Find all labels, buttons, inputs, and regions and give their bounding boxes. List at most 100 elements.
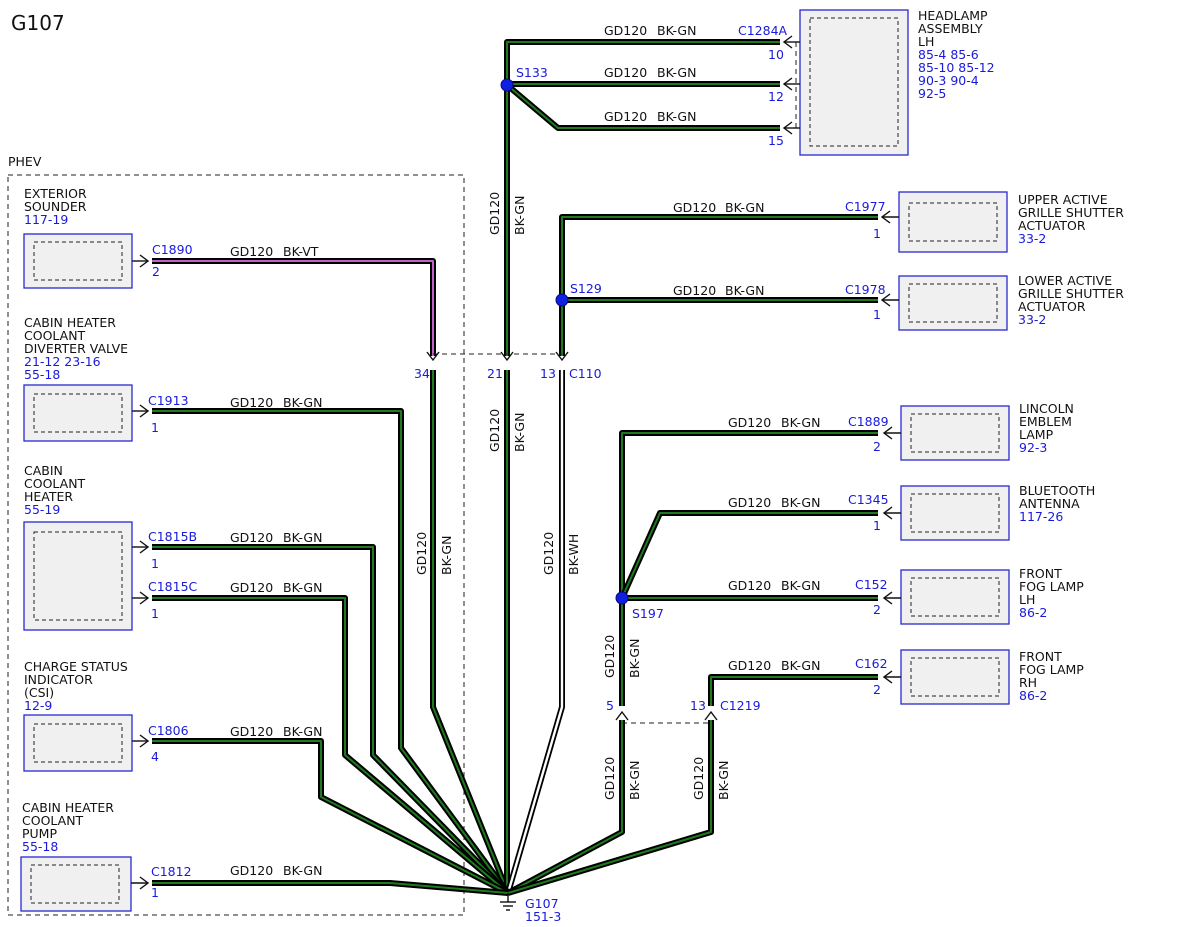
splice-s133-label: S133 (516, 65, 548, 80)
svg-text:2: 2 (873, 439, 881, 454)
svg-text:86-2: 86-2 (1019, 688, 1047, 703)
svg-text:1: 1 (873, 518, 881, 533)
splice-s133 (500, 78, 514, 92)
wire-exterior-sounder (152, 258, 436, 356)
svg-text:33-2: 33-2 (1018, 231, 1046, 246)
svg-text:GD120: GD120 (230, 580, 273, 595)
svg-text:C1913: C1913 (148, 393, 189, 408)
component-cabin-heater-coolant-pump: CABIN HEATER COOLANT PUMP 55-18 C1812 1 (20, 800, 192, 912)
svg-text:92-5: 92-5 (918, 86, 946, 101)
svg-text:BK-GN: BK-GN (283, 580, 322, 595)
svg-text:GD120: GD120 (728, 658, 771, 673)
svg-text:SOUNDER: SOUNDER (24, 199, 87, 214)
svg-text:86-2: 86-2 (1019, 605, 1047, 620)
component-charge-status-indicator: CHARGE STATUS INDICATOR (CSI) 12-9 C1806… (23, 659, 189, 772)
ground-label: G107 (525, 896, 559, 911)
svg-text:4: 4 (151, 749, 159, 764)
svg-text:C1345: C1345 (848, 492, 889, 507)
svg-text:HEATER: HEATER (24, 489, 73, 504)
svg-text:ANTENNA: ANTENNA (1019, 496, 1080, 511)
svg-text:GD120: GD120 (728, 415, 771, 430)
svg-text:GD120: GD120 (604, 109, 647, 124)
component-headlamp-lh: C1284A 10 12 15 HEADLAMP ASSEMBLY LH 85-… (738, 8, 995, 156)
component-lincoln-emblem-lamp: C1889 2 LINCOLN EMBLEM LAMP 92-3 (848, 401, 1074, 461)
svg-text:LH: LH (918, 34, 934, 49)
wire-c1219-13-ground (507, 720, 714, 896)
svg-text:LINCOLN: LINCOLN (1019, 401, 1074, 416)
ground-symbol (500, 893, 516, 911)
svg-text:BK-VT: BK-VT (283, 244, 319, 259)
svg-text:HEADLAMP: HEADLAMP (918, 8, 988, 23)
svg-text:21-12 23-16: 21-12 23-16 (24, 354, 101, 369)
inline-connector-arrows (426, 351, 718, 721)
svg-text:BK-GN: BK-GN (439, 536, 454, 575)
svg-text:BK-GN: BK-GN (283, 863, 322, 878)
component-front-fog-lamp-lh: C152 2 FRONT FOG LAMP LH 86-2 (855, 566, 1084, 625)
svg-text:GD120: GD120 (728, 578, 771, 593)
svg-text:FRONT: FRONT (1019, 649, 1062, 664)
svg-text:GD120: GD120 (487, 409, 502, 452)
svg-text:85-10 85-12: 85-10 85-12 (918, 60, 995, 75)
svg-text:15: 15 (768, 133, 784, 148)
svg-text:85-4 85-6: 85-4 85-6 (918, 47, 979, 62)
c1219-label: C1219 (720, 698, 761, 713)
svg-text:GD120: GD120 (673, 283, 716, 298)
splice-s129 (555, 293, 569, 307)
svg-text:55-18: 55-18 (24, 367, 60, 382)
svg-text:INDICATOR: INDICATOR (24, 672, 93, 687)
svg-text:2: 2 (873, 602, 881, 617)
svg-text:1: 1 (151, 556, 159, 571)
splice-s129-label: S129 (570, 281, 602, 296)
component-exterior-sounder: EXTERIOR SOUNDER 117-19 C1890 2 (23, 186, 193, 289)
svg-text:CABIN: CABIN (24, 463, 63, 478)
wire-upper-grille (559, 214, 878, 300)
connector-c1284a: C1284A (738, 23, 788, 38)
svg-text:C1978: C1978 (845, 282, 886, 297)
svg-text:GD120: GD120 (728, 495, 771, 510)
svg-text:12-9: 12-9 (24, 698, 52, 713)
svg-text:ACTUATOR: ACTUATOR (1018, 218, 1086, 233)
svg-text:C1806: C1806 (148, 723, 189, 738)
wires (152, 39, 878, 896)
svg-text:C1815C: C1815C (148, 579, 198, 594)
svg-text:GRILLE SHUTTER: GRILLE SHUTTER (1018, 286, 1124, 301)
svg-text:(CSI): (CSI) (24, 685, 54, 700)
svg-text:C1812: C1812 (151, 864, 192, 879)
svg-text:BK-GN: BK-GN (657, 23, 696, 38)
svg-text:GD120: GD120 (604, 23, 647, 38)
svg-text:DIVERTER VALVE: DIVERTER VALVE (24, 341, 128, 356)
svg-text:55-19: 55-19 (24, 502, 60, 517)
component-upper-grille-shutter: C1977 1 UPPER ACTIVE GRILLE SHUTTER ACTU… (845, 191, 1124, 253)
svg-text:CABIN HEATER: CABIN HEATER (24, 315, 116, 330)
svg-text:C162: C162 (855, 656, 888, 671)
svg-text:10: 10 (768, 47, 784, 62)
svg-text:GD120: GD120 (230, 724, 273, 739)
component-lower-grille-shutter: C1978 1 LOWER ACTIVE GRILLE SHUTTER ACTU… (845, 273, 1124, 331)
svg-text:GD120: GD120 (487, 192, 502, 235)
svg-text:RH: RH (1019, 675, 1037, 690)
svg-text:FOG LAMP: FOG LAMP (1019, 662, 1084, 677)
svg-text:12: 12 (768, 89, 784, 104)
svg-text:BK-GN: BK-GN (781, 578, 820, 593)
svg-text:LOWER ACTIVE: LOWER ACTIVE (1018, 273, 1112, 288)
svg-text:GD120: GD120 (230, 395, 273, 410)
svg-text:BK-GN: BK-GN (781, 658, 820, 673)
svg-text:BK-GN: BK-GN (627, 761, 642, 800)
svg-text:BK-GN: BK-GN (512, 413, 527, 452)
svg-text:33-2: 33-2 (1018, 312, 1046, 327)
component-front-fog-lamp-rh: C162 2 FRONT FOG LAMP RH 86-2 (855, 649, 1084, 705)
svg-text:COOLANT: COOLANT (24, 328, 86, 343)
svg-text:90-3 90-4: 90-3 90-4 (918, 73, 979, 88)
svg-text:GRILLE SHUTTER: GRILLE SHUTTER (1018, 205, 1124, 220)
svg-text:BK-GN: BK-GN (725, 283, 764, 298)
svg-text:GD120: GD120 (230, 244, 273, 259)
svg-text:BK-GN: BK-GN (781, 415, 820, 430)
svg-text:BK-GN: BK-GN (725, 200, 764, 215)
svg-text:1: 1 (151, 420, 159, 435)
c110-label: C110 (569, 366, 602, 381)
svg-text:GD120: GD120 (230, 530, 273, 545)
component-bluetooth-antenna: C1345 1 BLUETOOTH ANTENNA 117-26 (848, 483, 1095, 541)
c110-pin-13: 13 (540, 366, 556, 381)
svg-text:GD120: GD120 (541, 532, 556, 575)
